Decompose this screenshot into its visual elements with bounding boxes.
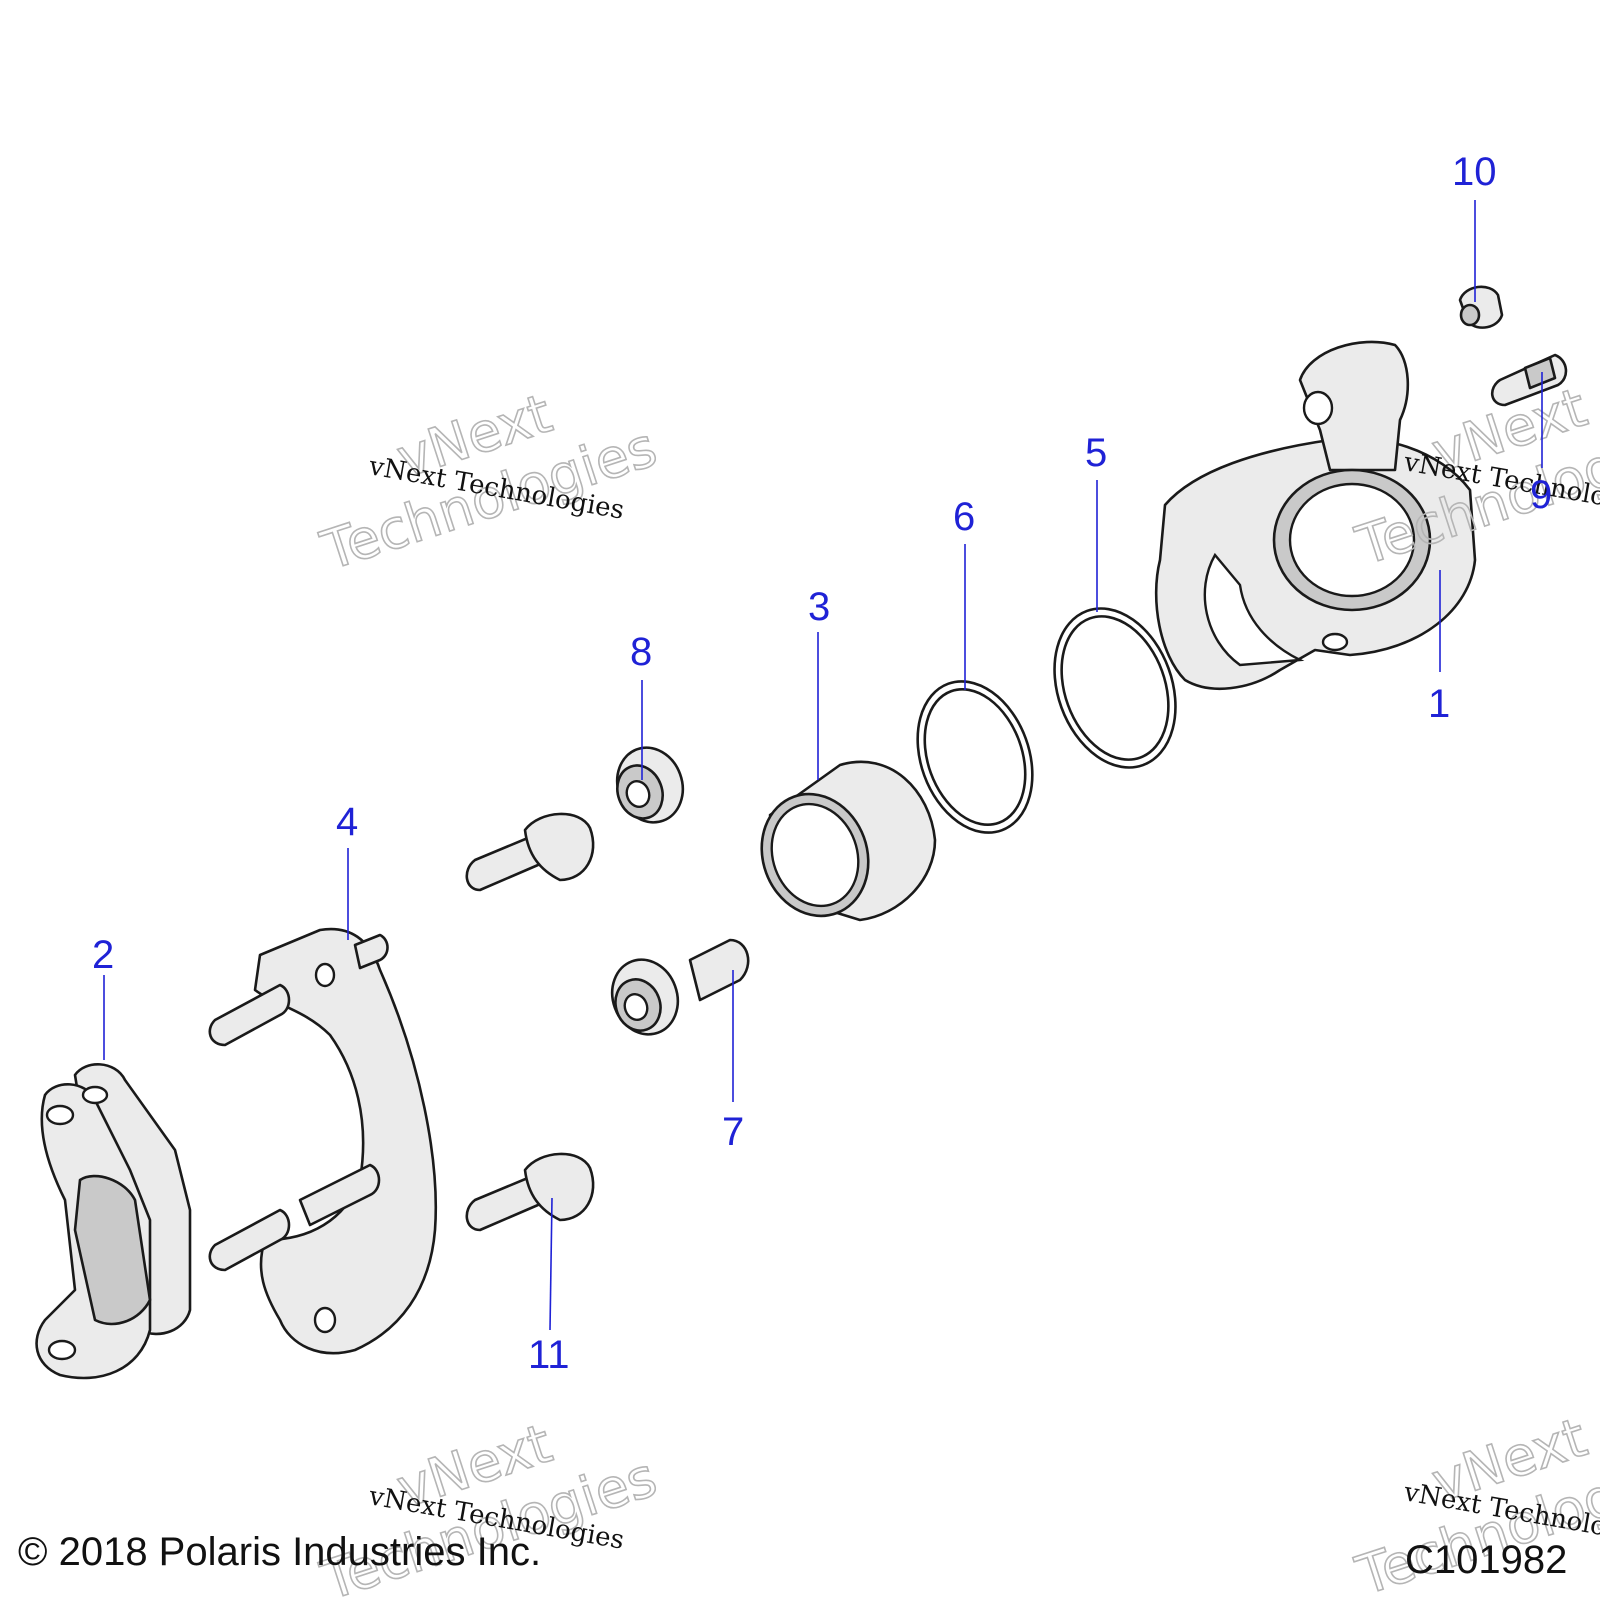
callout-7: 7: [722, 1110, 744, 1154]
part-3-piston: [760, 760, 937, 922]
guide-bolt-upper: [465, 812, 595, 892]
part-1-caliper-body: [1154, 340, 1477, 690]
part-6-piston-seal: [916, 680, 1034, 834]
callout-4: 4: [336, 800, 358, 844]
drawing-code: C101982: [1405, 1538, 1568, 1582]
part-11-guide-bolt: [465, 1152, 595, 1232]
part-4-caliper-bracket: [208, 927, 438, 1355]
watermark-top-left: vNext Technologies vNext Technologies: [313, 381, 665, 584]
part-2-brake-pads: [35, 1063, 192, 1380]
callouts: 1 2 3 4 5 6 7 8 9 10 11: [92, 150, 1552, 1377]
callout-9: 9: [1530, 473, 1552, 517]
part-8-bushing: [615, 746, 685, 824]
callout-8: 8: [630, 630, 652, 674]
callout-11: 11: [528, 1333, 570, 1377]
callout-5: 5: [1085, 431, 1107, 475]
copyright-notice: © 2018 Polaris Industries Inc.: [18, 1530, 542, 1574]
callout-6: 6: [953, 495, 975, 539]
part-5-dust-seal: [1053, 607, 1177, 769]
leader-11: [549, 1197, 553, 1331]
callout-1: 1: [1428, 682, 1450, 726]
callout-3: 3: [808, 585, 830, 629]
callout-2: 2: [92, 933, 114, 977]
leader-lines: [103, 200, 1543, 1331]
part-9-bleeder-screw: [1491, 353, 1568, 407]
part-7-pin-boot: [610, 938, 750, 1036]
part-10-bleeder-cap: [1458, 285, 1504, 329]
callout-10: 10: [1452, 150, 1497, 194]
